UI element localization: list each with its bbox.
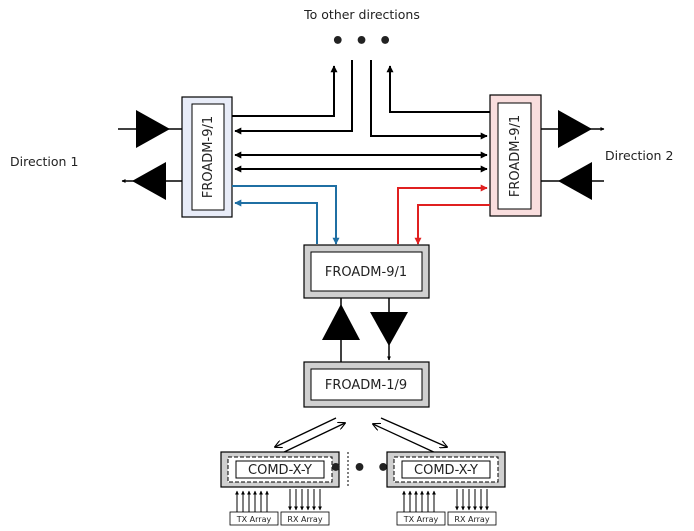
comd-connections	[275, 417, 447, 455]
rx-array-left-label: RX Array	[287, 515, 322, 524]
tx-array-left-box: TX Array	[229, 511, 279, 526]
roadm-center-box: FROADM-9/1	[303, 244, 430, 299]
red-add-path	[397, 184, 490, 245]
blue-drop-path	[232, 185, 340, 245]
top-dots: • • •	[331, 29, 394, 54]
comd-right-label: COMD-X-Y	[414, 463, 478, 478]
amplifier-down-icon	[370, 298, 408, 361]
tx-array-right-arrows	[402, 490, 436, 512]
rx-array-right-arrows	[455, 489, 489, 511]
tx-array-right-box: TX Array	[396, 511, 446, 526]
tx-array-left-arrows	[235, 490, 269, 512]
tx-array-right-label: TX Array	[403, 515, 439, 524]
amplifier-left-out-icon	[121, 162, 182, 200]
direction-2-label: Direction 2	[605, 148, 673, 163]
roadm-center-label: FROADM-9/1	[325, 265, 407, 280]
direction-1-label: Direction 1	[10, 154, 78, 169]
roadm-right-label: FROADM-9/1	[508, 115, 523, 197]
rx-array-right-label: RX Array	[454, 515, 489, 524]
comd-separator-dots: • • •	[329, 456, 392, 481]
roadm-lower-label: FROADM-1/9	[325, 378, 407, 393]
amplifier-left-in-icon	[118, 110, 182, 148]
comd-left-box: COMD-X-Y	[220, 451, 340, 488]
amplifier-up-icon	[322, 298, 360, 362]
rx-array-right-box: RX Array	[447, 511, 497, 526]
rx-array-left-arrows	[288, 489, 322, 511]
roadm-left-box: FROADM-9/1	[181, 96, 233, 218]
amplifier-right-out-icon	[541, 110, 605, 148]
roadm-left-label: FROADM-9/1	[201, 116, 216, 198]
upper-connections	[232, 60, 490, 173]
amplifier-right-in-icon	[541, 162, 604, 200]
rx-array-left-box: RX Array	[280, 511, 330, 526]
tx-array-left-label: TX Array	[236, 515, 272, 524]
roadm-right-box: FROADM-9/1	[489, 94, 542, 217]
roadm-lower-box: FROADM-1/9	[303, 361, 430, 408]
comd-left-label: COMD-X-Y	[248, 463, 312, 478]
top-label: To other directions	[303, 7, 420, 22]
comd-right-box: COMD-X-Y	[386, 451, 506, 488]
